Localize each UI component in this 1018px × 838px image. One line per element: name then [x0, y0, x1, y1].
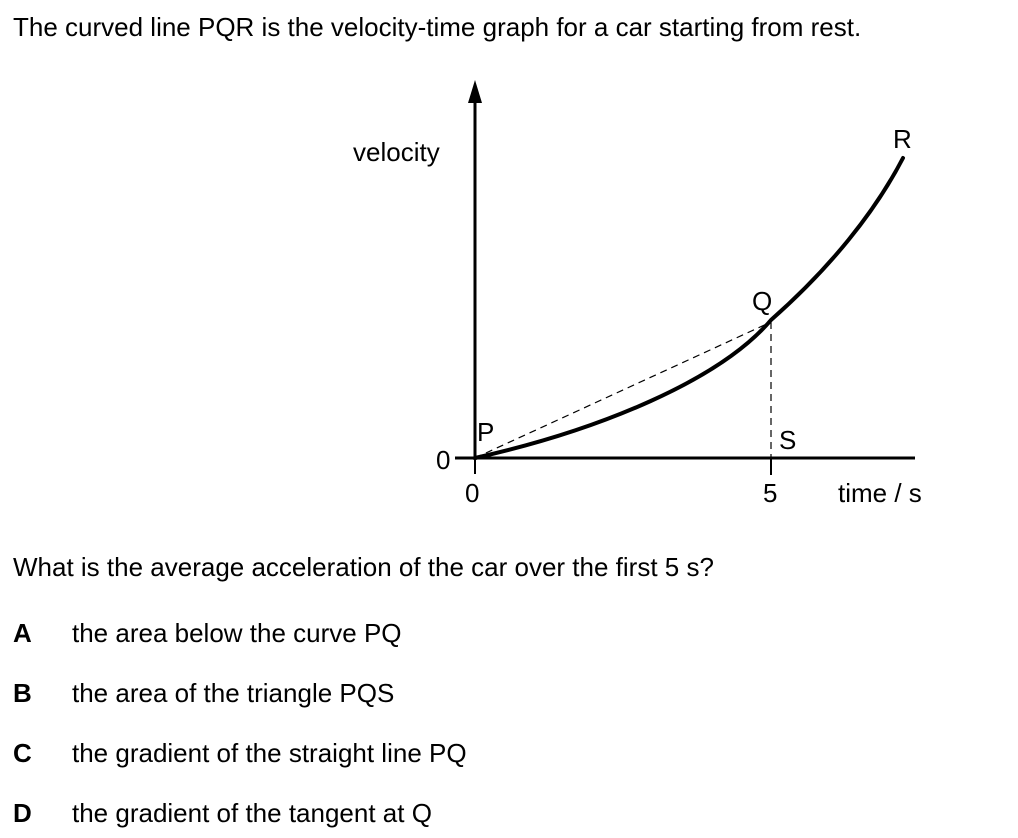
point-r-label: R [893, 124, 912, 154]
chord-pq [474, 321, 772, 459]
curve-pqr [473, 156, 905, 460]
option-letter: C [13, 738, 32, 768]
option-text: the area of the triangle PQS [72, 678, 395, 708]
question-stem: The curved line PQR is the velocity-time… [13, 12, 862, 42]
y-axis-arrowhead [468, 80, 482, 103]
origin-y-label: 0 [436, 445, 450, 475]
y-axis-label: velocity [353, 137, 440, 167]
option-letter: D [13, 798, 32, 828]
point-q-label: Q [752, 286, 772, 316]
option-text: the gradient of the tangent at Q [72, 798, 432, 828]
point-p-label: P [477, 417, 494, 447]
x-axis-label: time / s [838, 478, 922, 508]
x-tick-label-5: 5 [763, 478, 777, 508]
option-text: the gradient of the straight line PQ [72, 738, 467, 768]
point-s-label: S [779, 425, 796, 455]
origin-x-label: 0 [465, 478, 479, 508]
option-text: the area below the curve PQ [72, 618, 402, 648]
option-letter: B [13, 678, 32, 708]
velocity-time-graph: velocity time / s 0 0 5 P Q R S [353, 80, 922, 508]
option-letter: A [13, 618, 32, 648]
question-text: What is the average acceleration of the … [13, 552, 714, 582]
